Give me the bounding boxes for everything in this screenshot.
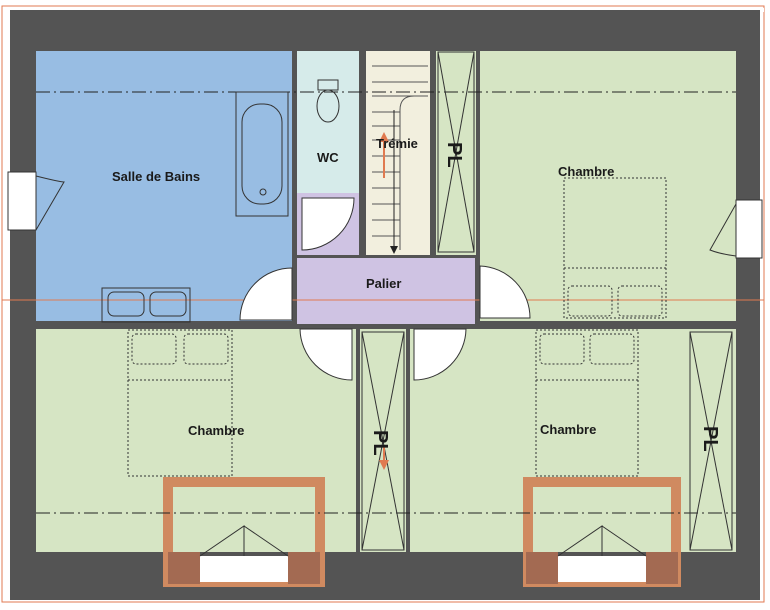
room-bedroom-top-right — [480, 51, 736, 321]
window-right — [735, 199, 763, 259]
closet-right-symbol — [689, 331, 733, 551]
room-bathroom — [36, 51, 292, 321]
room-label-bedroom-bottom-left: Chambre — [188, 423, 244, 438]
dormer-left-casement — [199, 525, 289, 557]
door-bedroom-bottom-left[interactable] — [299, 328, 353, 381]
closet-top-symbol — [437, 51, 475, 253]
room-label-bathroom: Salle de Bains — [112, 169, 200, 184]
closet-label-top: PL — [443, 142, 465, 168]
dormer-left-opening — [200, 556, 288, 582]
double-washbasin — [101, 287, 191, 323]
dormer-right-opening — [558, 556, 646, 582]
bathtub — [235, 91, 289, 217]
toilet-bowl — [316, 89, 340, 123]
room-label-stair-void: Trémie — [376, 136, 418, 151]
washbasin-right — [149, 291, 187, 317]
closet-label-right: PL — [699, 426, 721, 452]
bathtub-inner — [241, 103, 283, 205]
dormer-left-base-r — [288, 552, 320, 584]
window-left — [7, 171, 37, 231]
closet-label-middle: PL — [369, 430, 391, 456]
closet-middle-symbol — [361, 331, 405, 551]
wall-band-top — [10, 10, 760, 50]
window-right-swing — [709, 203, 737, 257]
washbasin-left — [107, 291, 145, 317]
door-bedroom-top-right[interactable] — [479, 265, 531, 319]
dormer-right-base-r — [646, 552, 678, 584]
room-bedroom-bottom-left — [36, 329, 356, 552]
bed-bottom-left — [127, 329, 233, 477]
door-bathroom[interactable] — [239, 267, 293, 321]
window-left-swing — [35, 175, 65, 231]
room-label-bedroom-top-right: Chambre — [558, 164, 614, 179]
footprint-outline — [1, 5, 765, 603]
room-label-landing: Palier — [366, 276, 401, 291]
room-bedroom-bottom-right — [410, 329, 736, 552]
door-wc[interactable] — [301, 197, 355, 251]
bed-top-right — [563, 177, 667, 319]
room-label-wc: WC — [317, 150, 339, 165]
stair-arrow-icon — [379, 132, 389, 178]
dormer-left-base-l — [168, 552, 200, 584]
staircase — [372, 65, 428, 254]
room-landing — [297, 258, 475, 324]
room-label-bedroom-bottom-right: Chambre — [540, 422, 596, 437]
closet-arrow-icon — [379, 446, 389, 470]
dormer-right-base-l — [526, 552, 558, 584]
bed-bottom-right — [535, 329, 639, 477]
room-stair — [366, 51, 430, 255]
bathtub-drain — [259, 188, 267, 196]
dormer-right-casement — [557, 525, 647, 557]
door-bedroom-bottom-right[interactable] — [413, 328, 467, 381]
